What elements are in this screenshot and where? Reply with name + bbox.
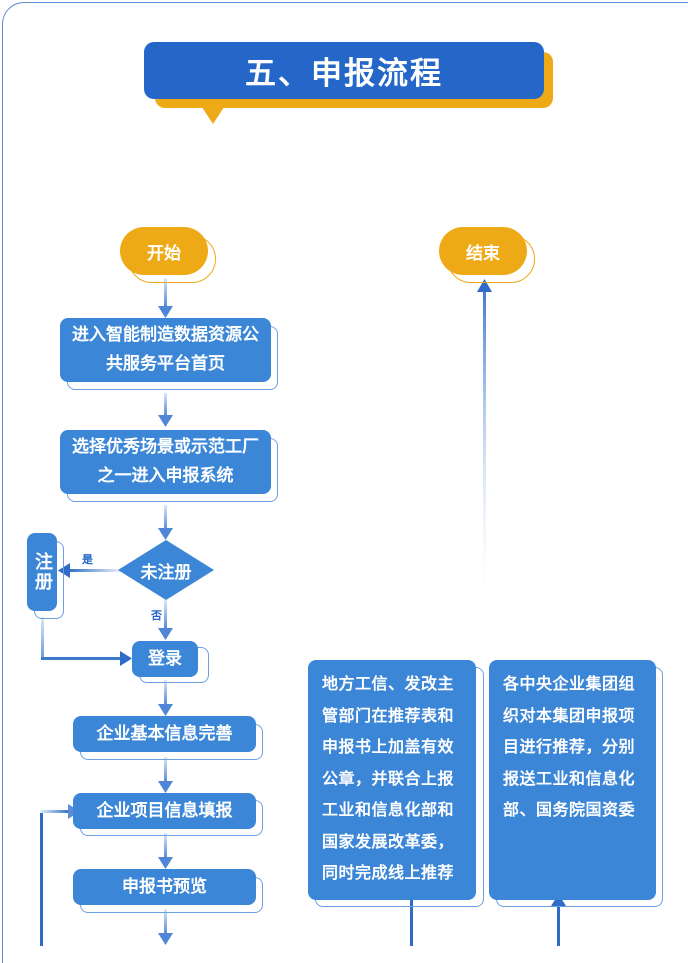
arrowhead <box>158 781 173 793</box>
yes-label: 是 <box>82 553 93 566</box>
local-line: 同时完成线上推荐 <box>322 863 455 882</box>
register-node: 注册 <box>27 533 57 611</box>
start-node: 开始 <box>120 227 208 275</box>
central-line: 目进行推荐，分别 <box>503 737 636 756</box>
local-line: 地方工信、发改主 <box>322 674 455 693</box>
arrow-to-local-box <box>410 884 413 946</box>
arrowhead <box>158 628 173 640</box>
arrowhead <box>58 563 70 578</box>
step3-label: 企业基本信息完善 <box>96 723 233 744</box>
arrow-to-central-box <box>557 904 560 946</box>
central-line: 织对本集团申报项 <box>503 705 636 725</box>
local-line: 国家发展改革委， <box>322 831 455 851</box>
step-select-system: 选择优秀场景或示范工厂 之一进入申报系统 <box>60 430 271 494</box>
decision-label: 未注册 <box>140 562 192 583</box>
local-line: 管部门在推荐表和 <box>322 705 455 725</box>
arrowhead <box>477 279 492 292</box>
local-line: 公章，并联合上报 <box>322 768 455 788</box>
page-title-text: 五、申报流程 <box>245 56 443 92</box>
arrowhead <box>158 306 173 318</box>
arrow-decision-register <box>68 569 120 572</box>
arrow-login-step3 <box>164 680 167 706</box>
arrow-to-end <box>483 286 486 616</box>
arrow-step4-step5 <box>164 833 167 859</box>
arrow-loop-h <box>40 810 70 813</box>
central-line: 部、国务院国资委 <box>503 800 636 819</box>
arrow-step1-step2 <box>164 393 167 417</box>
local-recommend-box: 地方工信、发改主 管部门在推荐表和 申报书上加盖有效 公章，并联合上报 工业和信… <box>308 660 476 900</box>
arrowhead <box>158 857 173 869</box>
arrow-register-login-v <box>41 617 44 659</box>
login-label: 登录 <box>148 648 182 669</box>
local-line: 申报书上加盖有效 <box>322 737 455 756</box>
step1-line1: 进入智能制造数据资源公 <box>72 325 259 345</box>
arrow-step2-decision <box>164 505 167 531</box>
step4-label: 企业项目信息填报 <box>96 800 233 821</box>
step2-line1: 选择优秀场景或示范工厂 <box>72 437 259 457</box>
register-label: 注册 <box>32 552 53 592</box>
step2-line2: 之一进入申报系统 <box>97 466 234 486</box>
local-line: 工业和信息化部和 <box>322 800 455 819</box>
arrow-start-step1 <box>164 278 167 308</box>
step-enter-platform: 进入智能制造数据资源公 共服务平台首页 <box>60 318 271 382</box>
step5-label: 申报书预览 <box>122 876 207 897</box>
central-line: 报送工业和信息化 <box>503 768 636 788</box>
login-node: 登录 <box>132 641 198 677</box>
step-company-info: 企业基本信息完善 <box>73 716 256 752</box>
central-line: 各中央企业集团组 <box>503 674 636 693</box>
step1-line2: 共服务平台首页 <box>106 354 225 374</box>
step-project-info: 企业项目信息填报 <box>73 793 256 829</box>
no-label: 否 <box>151 609 162 622</box>
arrow-step3-step4 <box>164 757 167 783</box>
arrowhead <box>120 651 132 666</box>
central-recommend-box: 各中央企业集团组 织对本集团申报项 目进行推荐，分别 报送工业和信息化 部、国务… <box>489 660 656 900</box>
end-node: 结束 <box>439 227 527 275</box>
step-preview: 申报书预览 <box>73 869 256 905</box>
arrow-decision-login <box>164 600 167 630</box>
end-label: 结束 <box>466 243 500 264</box>
arrowhead <box>158 415 173 427</box>
arrow-loop-v <box>40 811 43 946</box>
page-title: 五、申报流程 <box>144 42 544 99</box>
title-tail <box>196 98 230 124</box>
arrowhead <box>158 933 173 945</box>
arrow-step5-down <box>164 909 167 935</box>
arrowhead <box>551 894 566 906</box>
arrow-register-login-h <box>41 657 121 660</box>
arrowhead <box>158 704 173 716</box>
start-label: 开始 <box>147 243 181 264</box>
arrowhead <box>158 528 173 540</box>
decision-diamond <box>118 540 214 600</box>
